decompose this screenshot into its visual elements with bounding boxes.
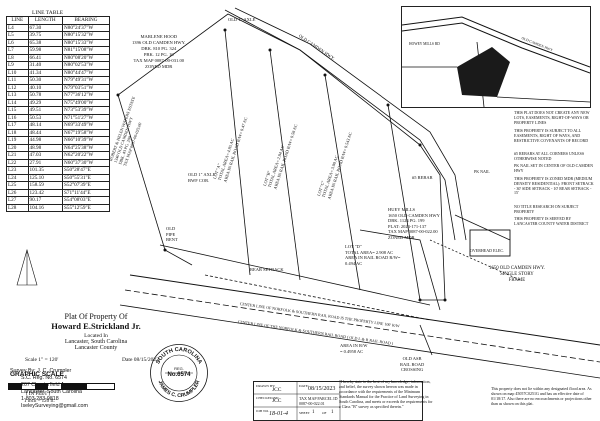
surveyor-city: Lancaster, South Carolina <box>21 389 82 395</box>
tax-map-label: TAX MAP PARCEL ID <box>299 396 338 401</box>
length-cell: 104.16 <box>27 203 64 212</box>
graphic-scale-title: GRAPHIC SCALE <box>10 371 64 378</box>
label-huey-mills: HUEY MILLS 1650 OLD CAMDEN HWY DBK. 1124… <box>388 207 440 240</box>
rear-property-line <box>159 244 431 306</box>
note-pk-nail: PK NAIL SET IN CENTER OF OLD CAMDEN HWY <box>514 163 593 173</box>
label-house: 1650 OLD CAMDEN HWY. SINGLE STORY FRAME <box>489 266 545 283</box>
date-value: 08/15/2023 <box>308 386 336 392</box>
line-table-caption: LINE TABLE <box>32 10 64 16</box>
label-lot-d: LOT "D" TOTAL AREA= 2.908 AC AREA IN RAI… <box>345 244 401 266</box>
label-old-axle-bwf: OLD 1" AXLE BWF COR. <box>188 172 216 183</box>
rebar-marker <box>418 298 422 302</box>
checked-by-value: JCC <box>272 398 282 404</box>
house-footprint <box>469 229 511 257</box>
drawn-by-label: DRAWN BY: <box>256 384 276 388</box>
north-arrow <box>16 248 38 286</box>
plat-date: Date 08/15/2023 <box>122 357 159 363</box>
rebar-marker <box>116 93 120 97</box>
label-old-axle: OLD 1" AXLE <box>228 17 256 22</box>
subject-property-shade <box>457 47 510 97</box>
surveyor-address: 207 Chesterfield Avenue <box>21 382 79 388</box>
checked-by-label: CHECKED BY: <box>256 396 279 400</box>
graphic-scale-equivalence: 1 inch = 120 ft. <box>24 399 55 404</box>
graphic-scale-bar <box>8 383 115 390</box>
surveyor-email: IseleySurveying@gmail.com <box>21 403 88 409</box>
plat-county: Lancaster County <box>74 345 118 351</box>
seal-number-text: No.6574 <box>167 372 191 378</box>
rebar-marker <box>163 248 167 252</box>
railroad-line <box>124 289 600 363</box>
rebar-marker <box>386 103 390 107</box>
plat-title-block: Plat Of Property Of Howard E.Strickland … <box>20 312 172 351</box>
lot-line <box>269 49 301 281</box>
rebar-marker <box>223 28 227 32</box>
plat-owner-name: Howard E.Strickland Jr. <box>51 321 141 331</box>
label-pk-nail: PK NAIL <box>474 169 490 174</box>
note-easements: THIS PROPERTY IS SUBJECT TO ALL EASEMENT… <box>514 128 589 143</box>
overhead-elec-line <box>429 239 521 281</box>
surveyor-line1: Survey By: J. C. Crumpler <box>10 368 72 374</box>
plat-scale: Scale 1" = 120' <box>25 357 59 363</box>
label-marlene: MARLENE HOOD 1396 OLD CAMDEN HWY. DBK. 8… <box>132 34 186 69</box>
lot-line <box>164 249 193 266</box>
note-water: THIS PROPERTY IS SERVED BY LANCASTER COU… <box>514 216 589 226</box>
rear-setback-line <box>204 274 431 321</box>
surveyor-seal: SOUTH CAROLINA JAMES C. CRUMPLER REG. No… <box>149 343 209 403</box>
label-old-asb-crossing: OLD ASB RAIL ROAD CROSSING <box>400 356 425 372</box>
driveway-line <box>454 214 511 241</box>
flood-note: This property does not lie within any de… <box>491 386 592 406</box>
lot-line <box>324 74 361 291</box>
property-line <box>117 13 421 146</box>
label-rebar: #5 REBAR <box>412 175 433 180</box>
job-no-label: JOB NO. <box>256 409 270 413</box>
surveyor-phone: 1-803-283-9818 <box>21 396 59 402</box>
note-title-research: NO TITLE RESEARCH ON SUBJECT PROPERTY <box>514 204 579 214</box>
lot-line <box>359 229 441 311</box>
drawn-by-value: JCC <box>272 387 282 393</box>
label-old-pipe: OLD PIPE BENT <box>166 226 178 242</box>
sheet-label: SHEET <box>299 411 310 415</box>
rebar-marker <box>268 48 272 52</box>
label-overhead-elec: OVERHEAD ELEC. <box>470 248 504 253</box>
note-no-new-lots: THIS PLAT DOES NOT CREATE ANY NEW LOTS, … <box>514 110 590 125</box>
rebar-marker <box>418 143 422 147</box>
crossing-line <box>419 324 433 356</box>
plat-city: Lancaster, South Carolina <box>64 339 128 345</box>
lot-line <box>224 29 251 276</box>
road-edge-line <box>224 9 456 241</box>
property-line <box>117 94 166 251</box>
rebar-marker <box>443 298 447 302</box>
note-zoning: THIS PROPERTY IS ZONED MDR (MEDIUM DENSI… <box>514 176 594 196</box>
rebar-marker <box>323 73 327 77</box>
note-rebars: #5 REBARS AT ALL CORNERS UNLESS OTHERWIS… <box>514 151 585 161</box>
plat-title-line1: Plat Of Property Of <box>64 312 128 321</box>
label-area-rw: AREA IN R/W = 0.4958 AC <box>340 343 368 354</box>
tax-map-value: 0087-00-022.01 <box>299 401 325 406</box>
bearing-cell: S55°12'59"E <box>62 203 110 212</box>
railroad-line <box>129 274 600 346</box>
date-label: DATE: <box>299 384 309 388</box>
railroad-line <box>119 304 600 379</box>
vicinity-label-howey: HOWEY MILLS RD <box>409 42 440 46</box>
of-label: OF <box>322 411 327 415</box>
sheet-value: 1 <box>312 410 315 415</box>
road-edge-line <box>234 7 467 241</box>
of-value: 1 <box>331 410 334 415</box>
graphic-scale-unit: ( IN FEET ) <box>26 392 51 397</box>
label-rear-setback: REAR SETBACK <box>250 267 284 272</box>
surveyor-reg: S.C. Reg. No. 6574 <box>21 375 67 381</box>
seal-reg-text: REG. <box>174 366 184 371</box>
lot-line <box>387 104 421 301</box>
vicinity-map: HOWEY MILLS RD OLD CAMDEN HWY <box>401 6 591 108</box>
job-no-value: 18-01-4 <box>269 411 288 417</box>
property-line <box>419 144 446 301</box>
surveyor-certification: "I hereby state to the best of my knowle… <box>339 379 433 409</box>
plat-located-in: Located In <box>84 333 108 339</box>
